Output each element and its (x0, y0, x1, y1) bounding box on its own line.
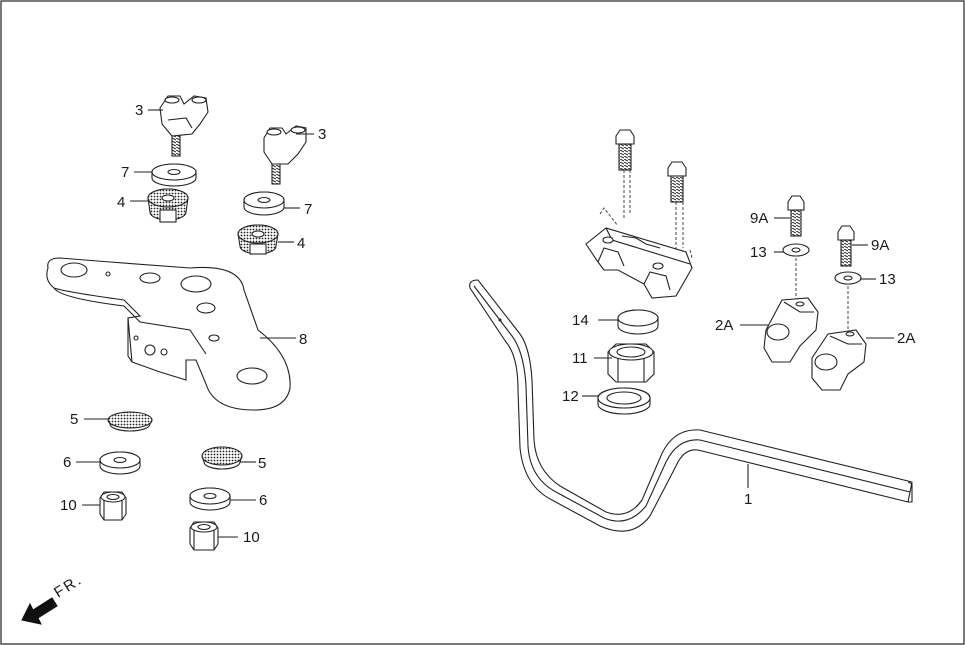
handlebar-1 (469, 279, 913, 532)
callout-5-right: 5 (258, 455, 266, 472)
part-3-left (159, 95, 209, 157)
rubber-4-right (237, 224, 279, 255)
rubber-4-left (147, 188, 189, 223)
callout-3-right: 3 (318, 126, 326, 143)
callout-10-right: 10 (243, 529, 260, 546)
front-arrow-icon (21, 597, 58, 625)
washer-13-right (834, 271, 862, 330)
bolt-9a-right (837, 225, 855, 267)
callout-2a-right: 2A (897, 330, 915, 347)
callout-7-right: 7 (304, 201, 312, 218)
callout-6-right: 6 (259, 492, 267, 509)
washer-12 (597, 387, 651, 415)
rubber-5-left (107, 411, 153, 432)
front-direction-label: FR. (51, 571, 86, 601)
callout-12: 12 (562, 388, 579, 405)
callout-9a-left: 9A (750, 210, 768, 227)
leader-lines (76, 109, 894, 538)
callout-14: 14 (572, 312, 589, 329)
washer-7-right (243, 191, 285, 216)
nut-11 (607, 343, 655, 383)
callout-5-left: 5 (70, 411, 78, 428)
washer-13-left (782, 243, 810, 300)
holder-2a-left (763, 297, 819, 363)
bolt-9a-left (787, 195, 805, 237)
callout-6-left: 6 (63, 454, 71, 471)
holder-2a-right (811, 329, 867, 391)
callout-2a-left: 2A (715, 317, 733, 334)
callout-7-left: 7 (121, 164, 129, 181)
callout-4-left: 4 (117, 194, 125, 211)
nut-10-right (189, 521, 219, 551)
callout-1: 1 (744, 491, 752, 508)
part-3-right (263, 125, 307, 185)
callout-13-left: 13 (750, 244, 767, 261)
washer-7-left (151, 163, 197, 187)
washer-6-right (189, 487, 231, 511)
callout-9a-right: 9A (871, 237, 889, 254)
callout-3-left: 3 (135, 102, 143, 119)
callout-4-right: 4 (297, 235, 305, 252)
cap-14 (617, 309, 659, 335)
callout-13-right: 13 (879, 271, 896, 288)
upper-holder-assembly (585, 129, 693, 299)
top-bracket-8 (46, 257, 291, 411)
callout-11: 11 (572, 350, 588, 367)
washer-6-left (99, 451, 141, 475)
callout-10-left: 10 (60, 497, 77, 514)
callout-8: 8 (299, 331, 307, 348)
nut-10-left (99, 491, 127, 521)
rubber-5-right (201, 446, 243, 470)
